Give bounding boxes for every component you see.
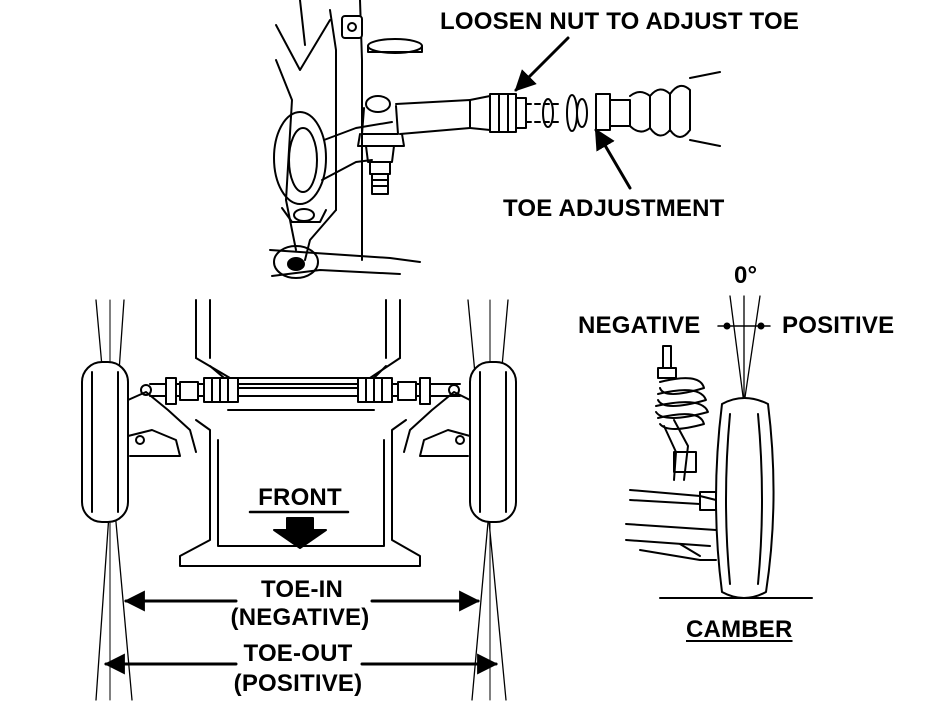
toe-adjustment-arrow <box>594 128 632 190</box>
camber-positive-label: POSITIVE <box>782 312 895 339</box>
front-arrow-icon <box>273 517 327 549</box>
toe-in-sign-label: (NEGATIVE) <box>230 604 370 631</box>
loosen-nut-arrow <box>514 36 570 92</box>
toe-out-label: TOE-OUT <box>243 640 353 667</box>
toe-adjustment-label: TOE ADJUSTMENT <box>503 195 725 222</box>
front-label: FRONT <box>258 484 342 511</box>
zero-degree-label: 0° <box>734 262 758 289</box>
camber-negative-label: NEGATIVE <box>578 312 701 339</box>
toe-in-label: TOE-IN <box>260 576 344 603</box>
camber-view <box>625 295 813 599</box>
toe-out-sign-label: (POSITIVE) <box>233 670 363 697</box>
tie-rod-assembly <box>269 0 721 279</box>
loosen-nut-label: LOOSEN NUT TO ADJUST TOE <box>440 8 800 35</box>
camber-label: CAMBER <box>686 616 793 643</box>
